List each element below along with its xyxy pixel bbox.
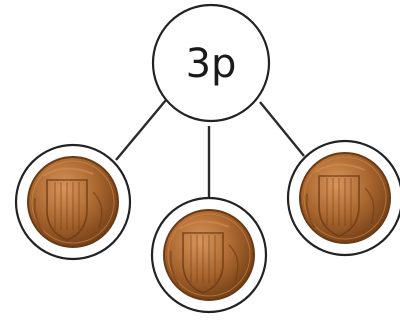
coin-shield-engraving [318, 175, 360, 237]
coin-rim [303, 156, 387, 240]
root-label: 3p [186, 41, 237, 87]
coin-highlight [178, 220, 230, 230]
coin-edge-lettering [169, 250, 180, 286]
coin-edge-lettering [305, 193, 316, 229]
coin-rim [167, 213, 251, 297]
root-circle [151, 3, 271, 123]
coin-node-left [14, 143, 132, 261]
connector-left [115, 99, 167, 161]
coin-shield-engraving [182, 232, 224, 294]
coin-engraving-curve [364, 187, 375, 225]
coin-node-right [286, 139, 400, 257]
coin-engraving-curve [228, 244, 239, 282]
coin-rim [31, 160, 115, 244]
coin-shield-engraving [46, 179, 88, 241]
coin-highlight [314, 163, 366, 173]
root-node: 3p [151, 3, 271, 123]
coin-edge-lettering [33, 197, 44, 233]
coin-highlight [42, 167, 94, 177]
coin-node-middle [150, 196, 268, 314]
connector-right [259, 101, 305, 157]
coin-engraving-curve [92, 191, 103, 229]
